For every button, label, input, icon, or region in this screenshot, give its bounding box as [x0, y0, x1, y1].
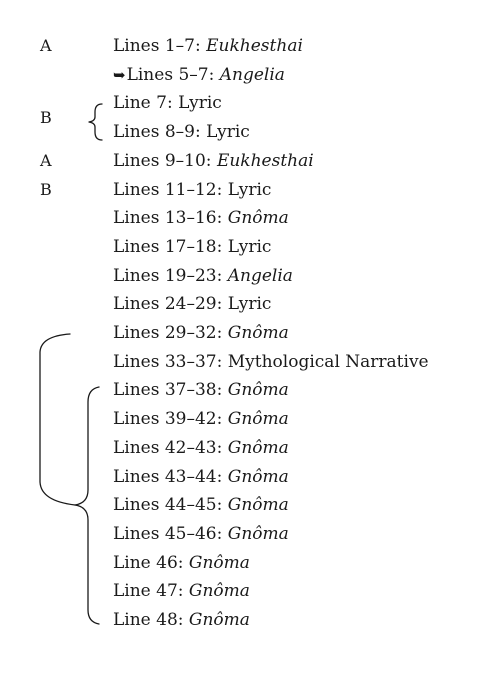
section-label: Eukhesthai: [216, 150, 314, 171]
section-label: Gnôma: [227, 437, 289, 458]
section-label: Mythological Narrative: [227, 351, 429, 372]
outline-line: Lines 44–45: Gnôma: [113, 491, 289, 519]
section-label: Gnôma: [227, 466, 289, 487]
section-label: Gnôma: [227, 523, 289, 544]
line-range: Lines 19–23:: [113, 265, 228, 286]
outline-line: Lines 13–16: Gnôma: [113, 204, 289, 232]
outline-line: Lines 24–29: Lyric: [113, 290, 271, 318]
small-brace-icon: [88, 103, 103, 141]
outline-line: Lines 1–7: Eukhesthai: [113, 32, 303, 60]
line-range: Lines 42–43:: [113, 437, 228, 458]
section-label: Gnôma: [227, 409, 289, 430]
outline-line: Lines 37–38: Gnôma: [113, 376, 289, 404]
line-range: Lines 5–7:: [126, 64, 220, 85]
line-range: Line 48:: [113, 610, 189, 630]
line-range: Lines 8–9:: [113, 122, 207, 143]
section-label: Gnôma: [188, 581, 250, 602]
outline-line: ➥Lines 5–7: Angelia: [113, 61, 285, 89]
outline-line: Lines 42–43: Gnôma: [113, 434, 289, 462]
outline-line: Line 48: Gnôma: [113, 606, 250, 634]
section-label: Lyric: [227, 236, 272, 257]
line-range: Lines 45–46:: [113, 523, 228, 544]
outline-line: Line 7: Lyric: [113, 89, 222, 117]
structure-letter: A: [40, 36, 52, 55]
outline-line: Lines 43–44: Gnôma: [113, 463, 289, 491]
outline-line: Lines 17–18: Lyric: [113, 233, 271, 261]
line-range: Lines 43–44:: [113, 466, 228, 487]
outline-line: Line 46: Gnôma: [113, 549, 250, 577]
line-range: Line 7:: [113, 93, 179, 114]
outline-line: Lines 8–9: Lyric: [113, 118, 250, 146]
section-label: Gnôma: [227, 380, 289, 401]
section-label: Lyric: [227, 294, 272, 315]
outline-line: Lines 33–37: Mythological Narrative: [113, 348, 429, 376]
outline-line: Lines 11–12: Lyric: [113, 176, 271, 204]
section-label: Angelia: [227, 265, 293, 286]
line-range: Lines 29–32:: [113, 323, 228, 343]
section-label: Lyric: [178, 93, 222, 114]
outline-line: Lines 45–46: Gnôma: [113, 520, 289, 548]
outline-line: Lines 19–23: Angelia: [113, 262, 293, 290]
outline-line: Lines 39–42: Gnôma: [113, 405, 289, 433]
line-range: Line 47:: [113, 581, 189, 602]
section-label: Gnôma: [227, 495, 289, 516]
section-label: Lyric: [227, 179, 272, 200]
section-label: Gnôma: [227, 323, 289, 343]
structure-letter: A: [40, 150, 52, 170]
line-range: Lines 11–12:: [113, 179, 228, 200]
line-range: Lines 1–7:: [113, 36, 207, 56]
line-range: Lines 13–16:: [113, 208, 228, 229]
line-range: Lines 9–10:: [113, 150, 217, 171]
arrow-icon: ➥: [113, 65, 126, 84]
section-label: Angelia: [219, 64, 285, 85]
section-label: Gnôma: [188, 552, 250, 573]
structure-letter: B: [40, 179, 52, 199]
line-range: Lines 39–42:: [113, 409, 228, 430]
line-range: Lines 24–29:: [113, 294, 228, 315]
line-range: Lines 44–45:: [113, 495, 228, 516]
outline-line: Line 47: Gnôma: [113, 577, 250, 605]
outer-brace-icon: [39, 333, 76, 506]
line-range: Lines 37–38:: [113, 380, 228, 401]
line-range: Lines 33–37:: [113, 351, 228, 372]
line-range: Lines 17–18:: [113, 236, 228, 257]
section-label: Gnôma: [227, 208, 289, 229]
inner-brace-icon: [74, 386, 100, 625]
outline-line: Lines 9–10: Eukhesthai: [113, 147, 314, 175]
structure-letter: B: [40, 107, 52, 127]
section-label: Lyric: [206, 122, 250, 143]
section-label: Gnôma: [188, 610, 250, 630]
section-label: Eukhesthai: [206, 36, 303, 56]
outline-line: Lines 29–32: Gnôma: [113, 319, 289, 347]
line-range: Line 46:: [113, 552, 189, 573]
